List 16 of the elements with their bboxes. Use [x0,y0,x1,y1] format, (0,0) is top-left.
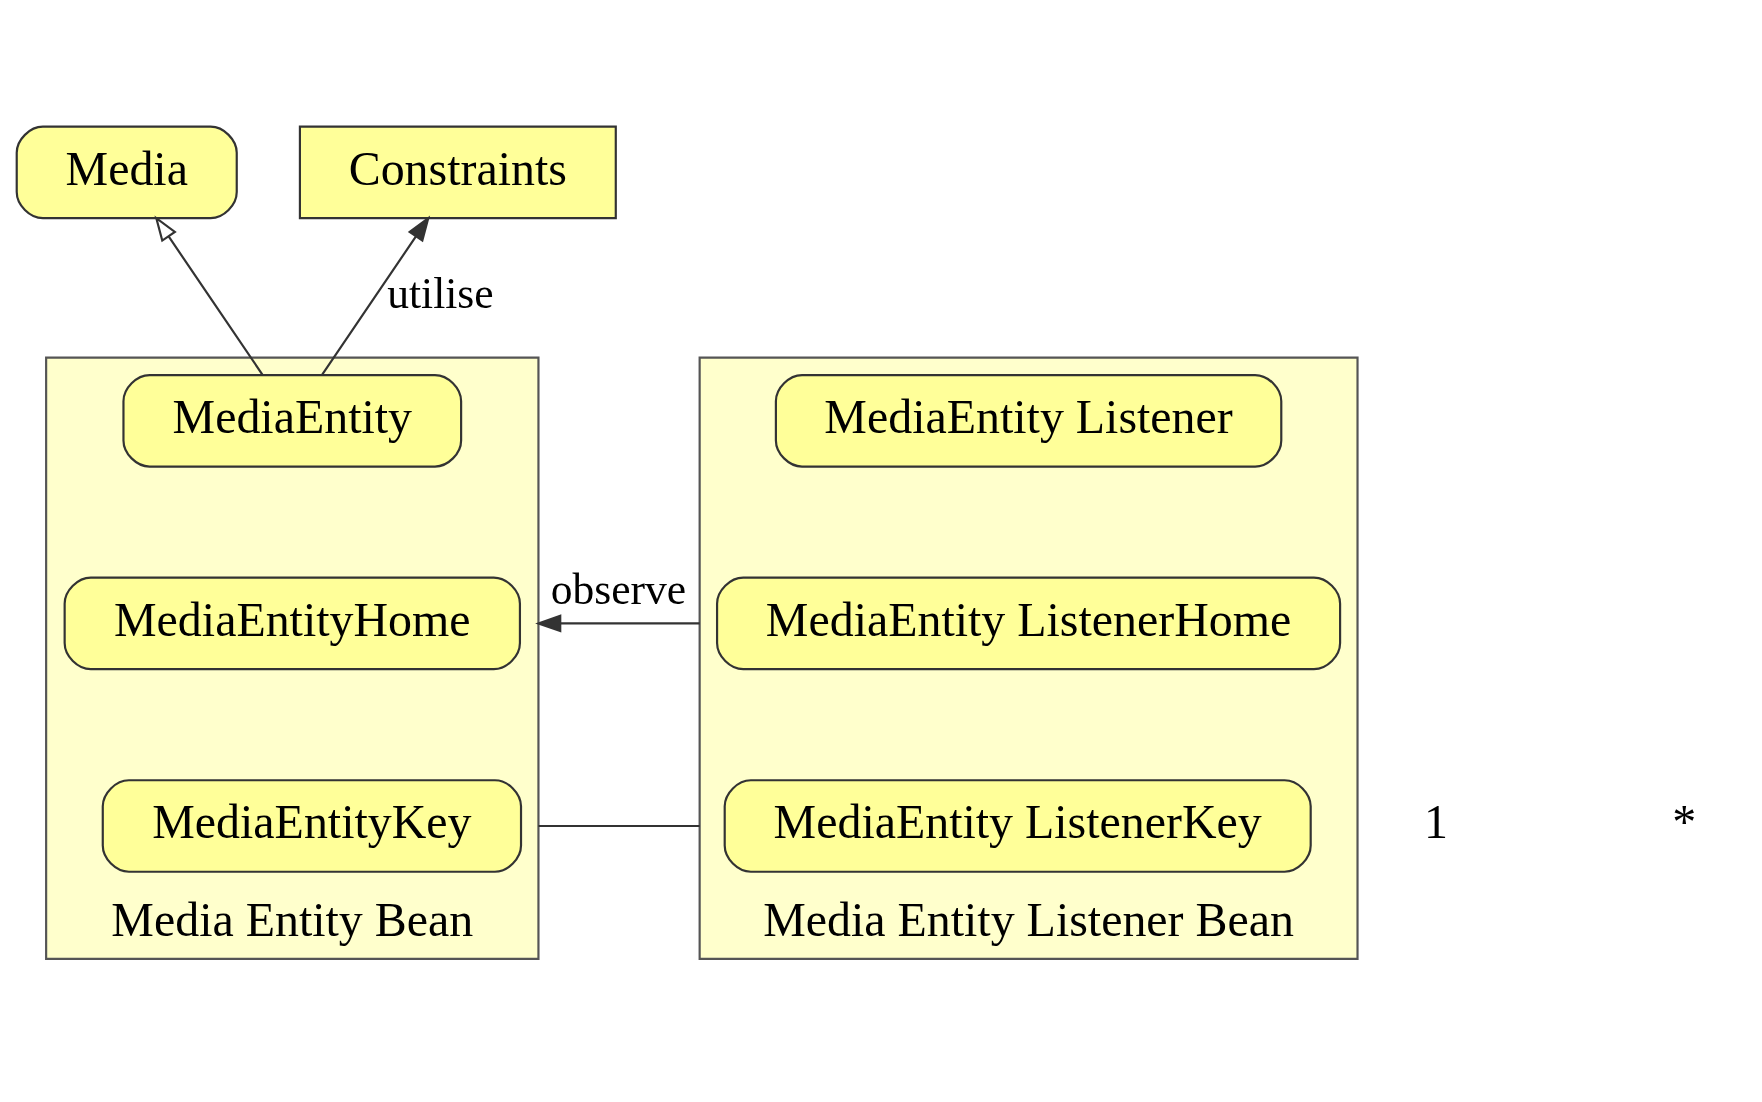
arrow [154,215,264,375]
label: 1 [1423,794,1448,848]
node-box: MediaEntity [122,373,463,468]
arrow [321,215,431,375]
arrow [535,613,700,633]
node-box: MediaEntity Listener [774,373,1283,468]
node-box: Media [15,125,238,219]
connector [538,824,700,827]
label: * [1672,794,1697,848]
node-box: MediaEntity ListenerKey [723,778,1312,873]
edge-label: utilise [387,268,494,317]
node-box: MediaEntityKey [101,778,523,873]
node-box: MediaEntity ListenerHome [716,576,1342,670]
edge-label: observe [550,564,687,613]
node-box: MediaEntityHome [63,576,521,670]
node-box: Constraints [298,125,617,219]
